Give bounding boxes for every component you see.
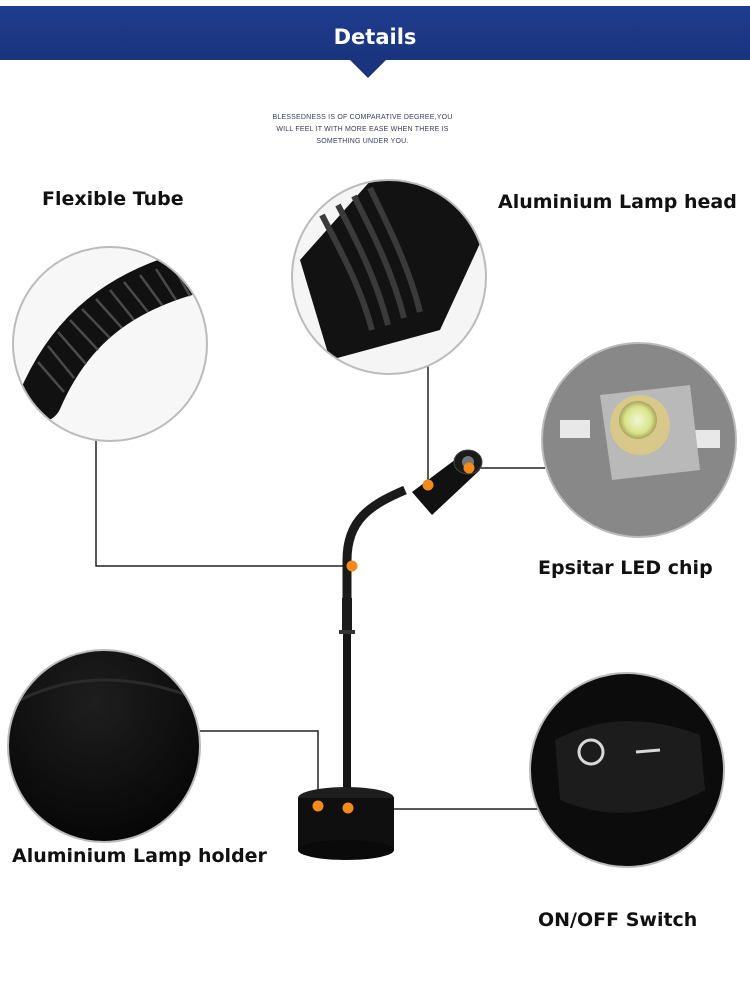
marker-lamp-holder — [312, 800, 324, 812]
page-title: Details — [333, 25, 417, 49]
tagline-line-1: BLESSEDNESS IS OF COMPARATIVE DEGREE,YOU — [272, 114, 453, 121]
detail-lamp-holder — [7, 649, 201, 843]
leader-line-holder — [200, 730, 319, 806]
tagline-line-2: WILL FEEL IT WITH MORE EASE WHEN THERE I… — [276, 126, 449, 133]
detail-switch — [529, 672, 725, 868]
marker-switch — [342, 802, 354, 814]
label-flexible-tube: Flexible Tube — [42, 188, 184, 210]
label-switch: ON/OFF Switch — [538, 909, 698, 931]
header-banner — [0, 6, 750, 60]
label-led-chip: Epsitar LED chip — [538, 557, 713, 579]
tagline-line-3: SOMETHING UNDER YOU. — [316, 138, 409, 145]
label-lamp-holder: Aluminium Lamp holder — [12, 845, 267, 867]
lamp-product — [298, 449, 483, 860]
callout-markers — [312, 462, 475, 814]
tagline: BLESSEDNESS IS OF COMPARATIVE DEGREE,YOU… — [245, 112, 480, 148]
marker-led-chip — [463, 462, 475, 474]
detail-flexible-tube — [12, 246, 208, 442]
detail-led-chip — [541, 342, 737, 538]
header-banner-notch — [348, 58, 388, 78]
marker-flexible-tube — [346, 560, 358, 572]
marker-lamp-head — [422, 479, 434, 491]
label-lamp-head: Aluminium Lamp head — [498, 191, 737, 213]
leader-line-tube — [95, 440, 352, 567]
detail-lamp-head — [291, 179, 487, 375]
